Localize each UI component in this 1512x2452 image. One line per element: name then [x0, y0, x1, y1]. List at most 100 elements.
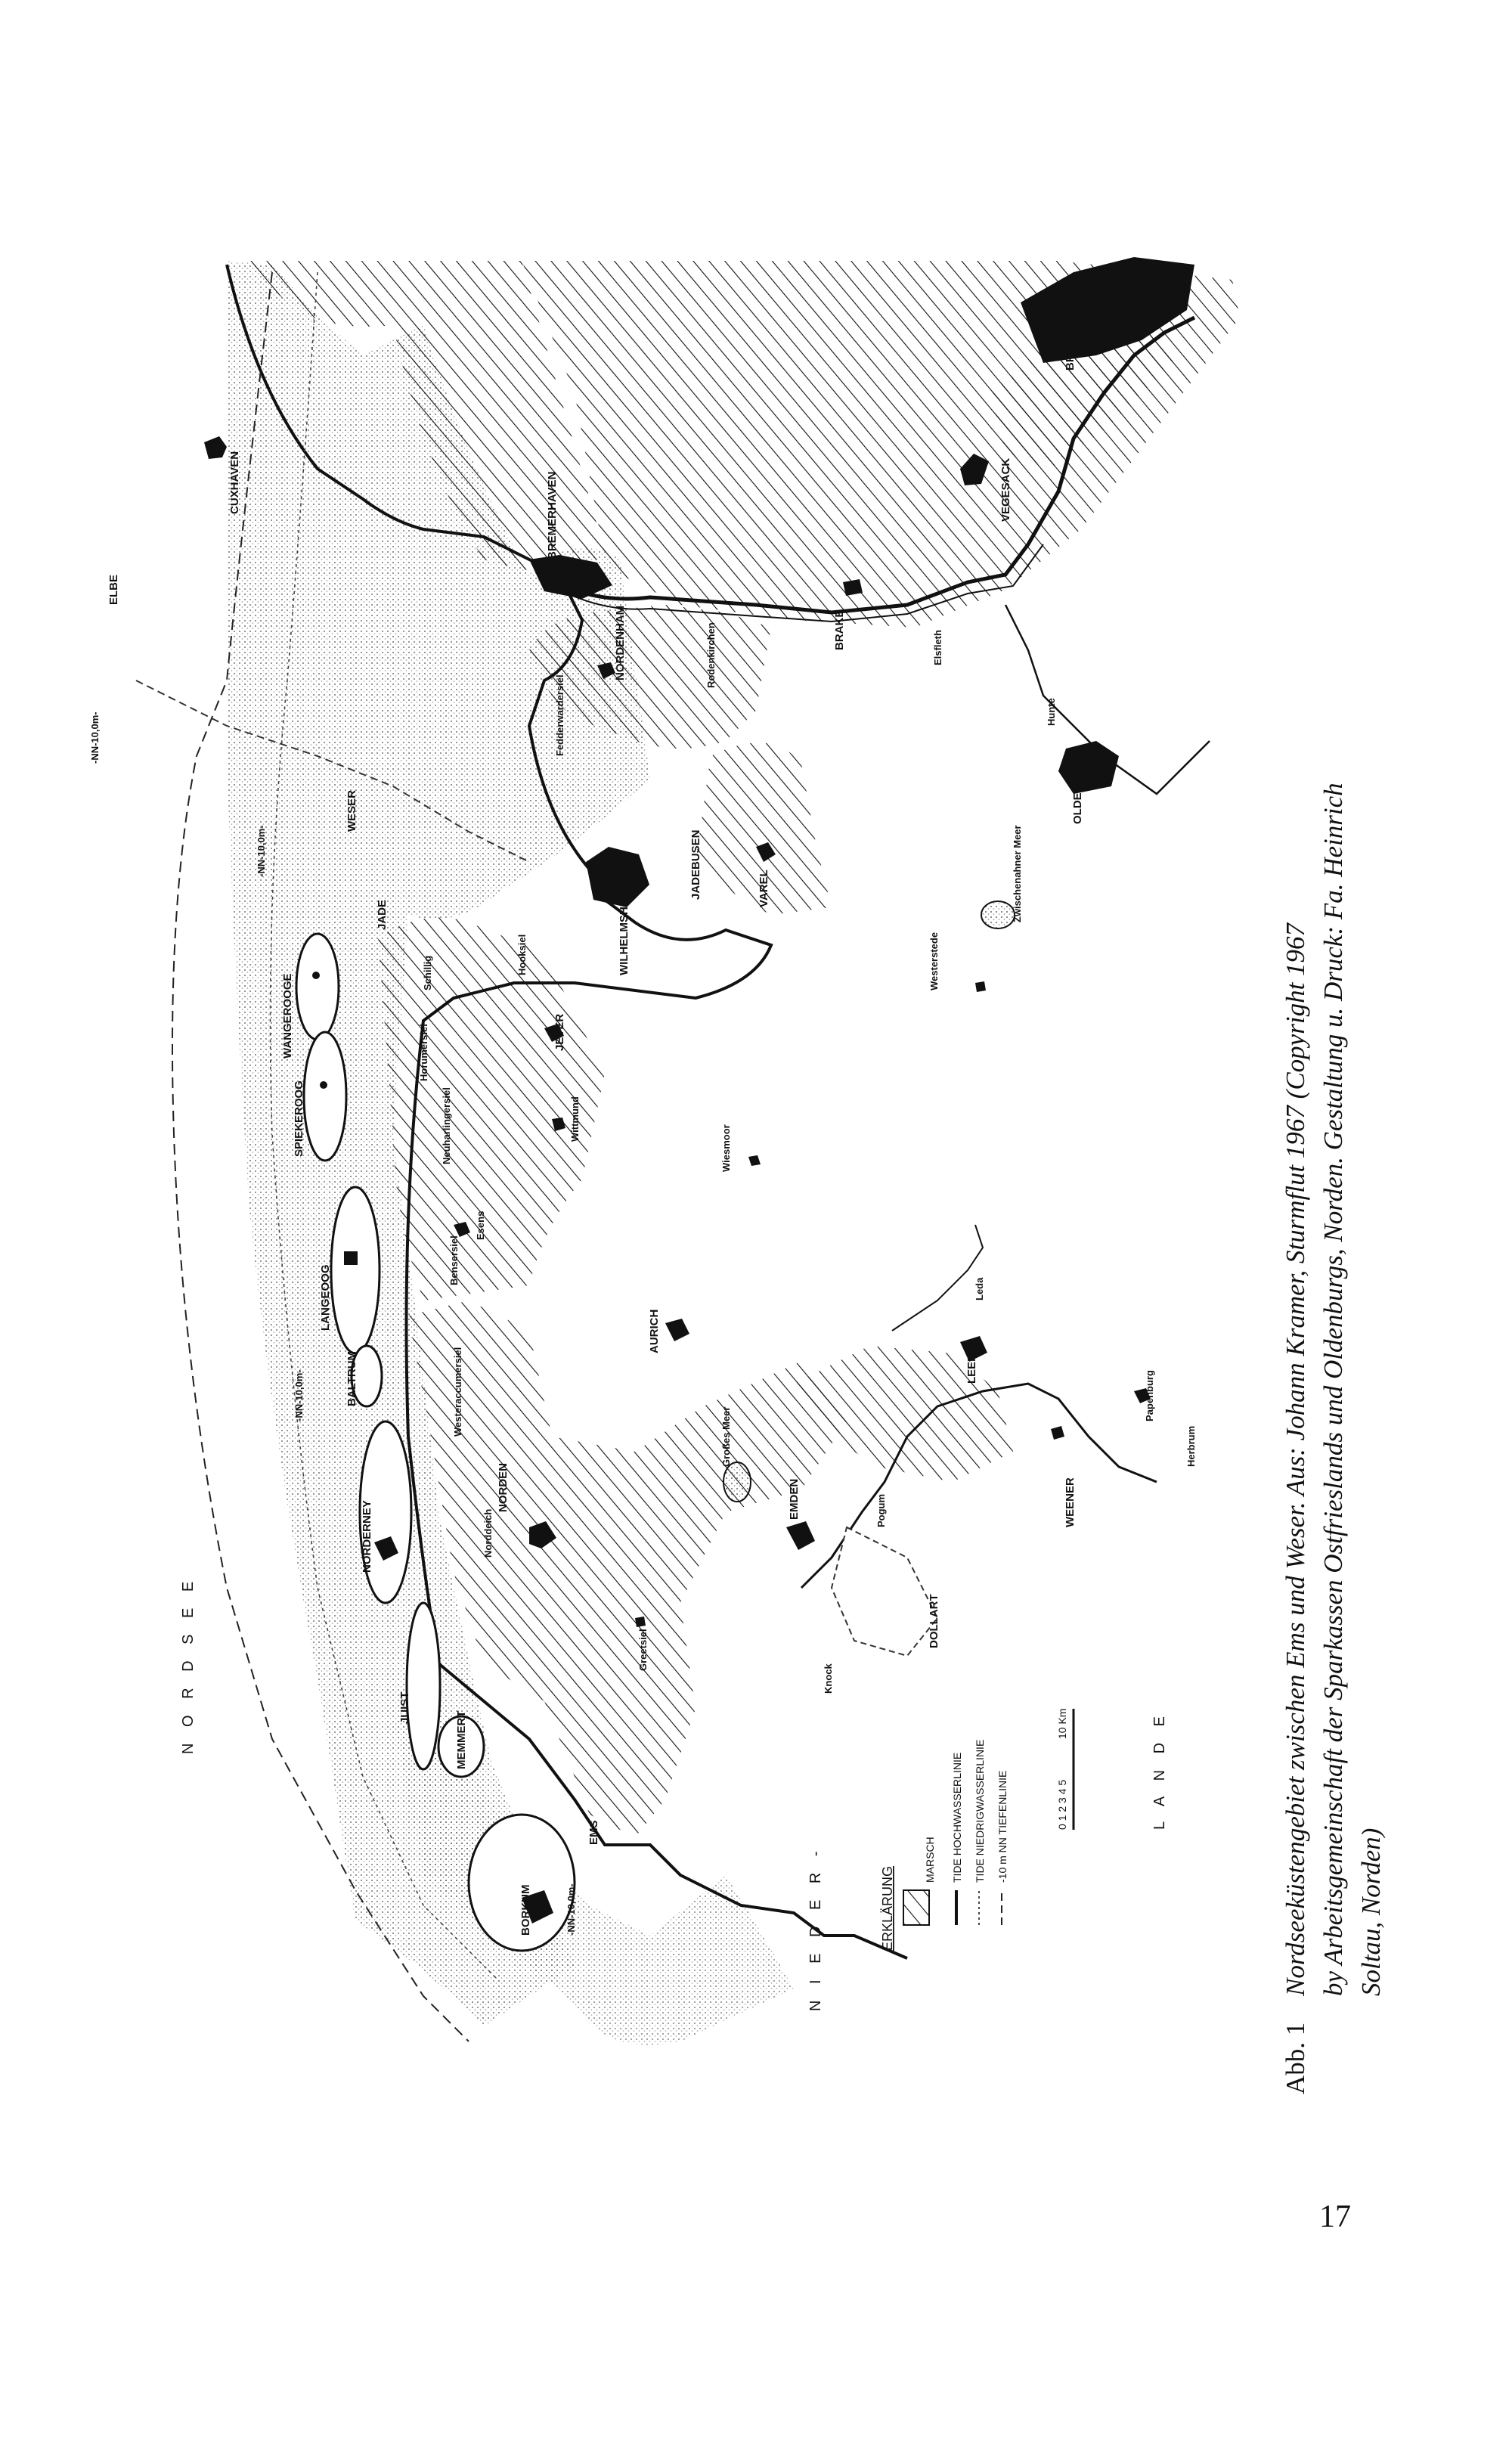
map-body: N O R D S E E N I E D E R - L A N D E EL…	[89, 257, 1240, 2045]
label-depth-2: -NN-10,0m-	[256, 825, 267, 877]
city-bremen	[1021, 257, 1194, 363]
label-ems: EMS	[587, 1820, 600, 1845]
label-island-spiekeroog: SPIEKEROOG	[293, 1080, 305, 1157]
leda-river	[891, 1224, 984, 1331]
label-knock: Knock	[823, 1663, 834, 1694]
label-horumersiel: Horumersiel	[418, 1024, 429, 1081]
label-varel: VAREL	[758, 870, 770, 907]
label-grosses-meer: Großes Meer	[720, 1407, 732, 1467]
page-number: 17	[1319, 2199, 1351, 2234]
legend-label-marsch: MARSCH	[924, 1837, 936, 1883]
label-aurich: AURICH	[648, 1310, 661, 1353]
island-towns	[312, 972, 553, 1923]
depth-line-10m	[172, 271, 469, 2042]
city-vegesack	[960, 454, 989, 485]
map-legend: ERKLÄRUNG MARSCH TIDE HOCHWASSERLINIE TI…	[880, 1709, 1075, 1951]
low-water-line	[269, 271, 500, 1982]
label-island-memmert: MEMMERT	[455, 1711, 468, 1770]
label-island-langeoog: LANGEOOG	[319, 1264, 332, 1331]
city-greetsiel	[635, 1617, 646, 1627]
coastline-high-water	[225, 264, 908, 1960]
island-memmert	[437, 1715, 485, 1778]
label-leer: LEER	[965, 1353, 978, 1384]
caption-line-2: by Arbeitsgemeinschaft der Sparkassen Os…	[1318, 783, 1348, 1996]
city-markers	[204, 257, 1194, 1627]
label-wiesmoor: Wiesmoor	[720, 1124, 732, 1172]
city-cuxhaven	[204, 436, 227, 459]
city-wiesmoor	[748, 1155, 761, 1166]
label-leda: Leda	[974, 1277, 985, 1300]
label-bremen: BREMEN	[1064, 321, 1077, 370]
city-varel	[756, 842, 776, 862]
city-emden	[786, 1521, 815, 1550]
label-island-juist: JUIST	[398, 1691, 411, 1724]
city-oldenburg	[1058, 741, 1119, 794]
label-island-wangerooge: WANGEROOGE	[281, 973, 294, 1059]
label-brake: BRAKE	[833, 610, 846, 650]
map-labels: N O R D S E E N I E D E R - L A N D E EL…	[89, 321, 1197, 2011]
island-langeoog	[330, 1186, 381, 1355]
label-niederlande: N I E D E R -	[807, 1845, 824, 2011]
label-oldenburg: OLDENBURG	[1071, 751, 1084, 824]
lake-grosses-meer	[723, 1462, 751, 1502]
label-papenburg: Papenburg	[1144, 1370, 1155, 1421]
city-brake	[843, 579, 863, 596]
scale-end-label: 10 Km	[1056, 1709, 1068, 1739]
weser-fairway	[135, 680, 530, 863]
label-norddeich: Norddeich	[482, 1509, 494, 1558]
label-weser: WESER	[345, 790, 358, 832]
label-westeraccumersiel: Westeraccumersiel	[452, 1347, 463, 1437]
label-neuharlingersiel: Neuharlingersiel	[441, 1087, 452, 1164]
island-norderney	[358, 1420, 413, 1604]
city-aurich	[665, 1319, 689, 1341]
label-schillig: Schillig	[422, 956, 433, 990]
label-rodenkirchen: Rodenkirchen	[705, 622, 717, 688]
legend-label-high-water: TIDE HOCHWASSERLINIE	[951, 1753, 963, 1883]
label-island-baltrum: BALTRUM	[345, 1351, 358, 1406]
label-vegesack: VEGESACK	[999, 458, 1012, 522]
label-island-norderney: NORDERNEY	[361, 1500, 373, 1573]
label-westerstede: Westerstede	[928, 932, 940, 990]
caption-line-1: Nordseeküstengebiet zwischen Ems und Wes…	[1281, 922, 1310, 1997]
label-bensersiel: Bensersiel	[448, 1235, 460, 1285]
label-fedderwardersiel: Fedderwardersiel	[554, 674, 565, 756]
label-bremerhaven: BREMERHAVEN	[546, 472, 559, 560]
marsh-elbe-weser	[242, 261, 605, 575]
legend-swatch-marsch	[903, 1889, 930, 1926]
label-dollart: DOLLART	[928, 1594, 940, 1648]
legend-label-low-water: TIDE NIEDRIGWASSERLINIE	[974, 1740, 986, 1883]
marsh-ems	[794, 1346, 1013, 1482]
island-juist	[405, 1601, 442, 1771]
east-frisian-islands	[295, 932, 576, 1952]
hunte-river	[1004, 604, 1210, 795]
city-leer	[960, 1336, 987, 1362]
marsh-butjadingen	[529, 605, 771, 749]
caption-label: Abb. 1	[1281, 2023, 1310, 2094]
marsh-ostfriesland	[408, 1300, 847, 1837]
city-nordenham	[597, 662, 615, 679]
label-greetsiel: Greetsiel	[637, 1629, 649, 1671]
label-wilhelmshaven: WILHELMSHAVEN	[618, 876, 631, 975]
label-jadebusen: JADEBUSEN	[689, 829, 702, 900]
label-depth-1: -NN-10,0m-	[89, 711, 101, 764]
island-baltrum	[350, 1344, 383, 1408]
tidal-flats-west	[393, 1716, 794, 2045]
city-westerstede	[975, 981, 986, 992]
label-jever: JEVER	[553, 1014, 566, 1051]
label-hooksiel: Hooksiel	[516, 935, 528, 975]
ems-river	[800, 1382, 1157, 1589]
lake-zwischenahner-meer	[981, 901, 1015, 929]
city-esens	[454, 1222, 470, 1237]
city-jever	[544, 1024, 564, 1042]
label-depth-3: -NN-10,0m-	[293, 1369, 305, 1421]
label-jade: JADE	[376, 900, 389, 930]
marsh-jadebusen-south	[696, 742, 832, 915]
tidal-flats	[227, 261, 650, 2026]
caption-line-3: Soltau, Norden)	[1356, 1828, 1386, 1996]
city-bremerhaven	[529, 555, 612, 599]
label-weener: WEENER	[1064, 1477, 1077, 1527]
city-norden	[529, 1521, 556, 1548]
label-lande: L A N D E	[1151, 1710, 1168, 1830]
label-island-borkum: BORKUM	[519, 1885, 532, 1936]
